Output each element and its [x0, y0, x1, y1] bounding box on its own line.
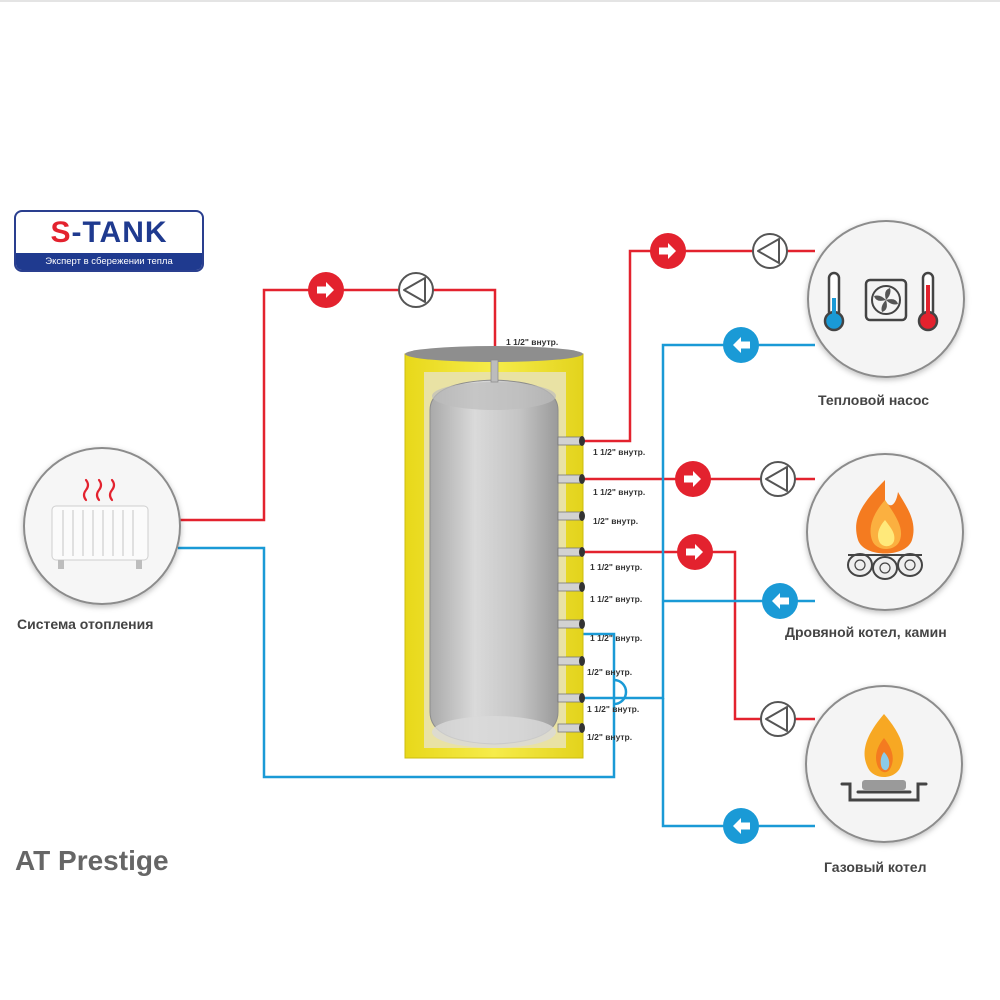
- nozzle-1: [557, 436, 585, 446]
- fire-icon: [847, 480, 923, 580]
- flow-arrow-icon: [723, 808, 759, 844]
- nozzle-7: [557, 656, 585, 666]
- fitting-label-9: 1/2" внутр.: [587, 732, 633, 742]
- pump-icon: [760, 701, 796, 737]
- flow-arrow-icon: [650, 233, 686, 269]
- fitting-label-5: 1 1/2" внутр.: [590, 594, 643, 604]
- burner-base: [840, 782, 928, 802]
- gas-burner-icon: [840, 714, 928, 802]
- pipe-bypass-hop: [613, 678, 628, 706]
- nozzle-9: [557, 723, 585, 733]
- flow-arrow-icon: [677, 534, 713, 570]
- logo-tank: -TANK: [71, 216, 168, 249]
- radiator-icon: [51, 478, 149, 569]
- logo-s: S: [50, 216, 72, 249]
- brand-logo: S-TANK Эксперт в сбережении тепла: [14, 210, 204, 272]
- heat-pump-icon: [823, 271, 939, 332]
- gas-boiler-circle: [805, 685, 963, 843]
- logs-icon: [847, 553, 923, 580]
- flow-arrow-icon: [675, 461, 711, 497]
- logo-wordmark: S-TANK: [16, 216, 202, 250]
- tank-nozzles: [557, 436, 585, 733]
- fitting-label-2: 1 1/2" внутр.: [593, 487, 646, 497]
- logo-tagline: Эксперт в сбережении тепла: [16, 253, 202, 270]
- gas-boiler-label: Газовый котел: [824, 859, 927, 875]
- flow-arrow-icon: [308, 272, 344, 308]
- nozzle-6: [557, 619, 585, 629]
- fitting-label-4: 1 1/2" внутр.: [590, 562, 643, 572]
- fitting-label-3: 1/2" внутр.: [593, 516, 639, 526]
- nozzle-4: [557, 547, 585, 557]
- pump-icon: [760, 461, 796, 497]
- nozzle-5: [557, 582, 585, 592]
- nozzle-2: [557, 474, 585, 484]
- top-nozzle: [490, 359, 499, 383]
- tank-top-dome: [432, 382, 556, 410]
- hot-thermometer-icon: [917, 271, 939, 332]
- fitting-label-8: 1 1/2" внутр.: [587, 704, 640, 714]
- heat-pump-circle: [807, 220, 965, 378]
- nozzle-8: [557, 693, 585, 703]
- model-name: AT Prestige: [15, 845, 169, 876]
- tank-shell: [429, 379, 559, 745]
- pumps: [398, 233, 796, 737]
- heat-pump-supply-pipe: [583, 249, 815, 443]
- heating-return-pipe: [178, 546, 616, 779]
- fitting-label-top: 1 1/2" внутр.: [506, 337, 559, 347]
- cold-thermometer-icon: [823, 271, 845, 332]
- flow-arrows: [308, 233, 798, 844]
- radiator-circle: [23, 447, 181, 605]
- flow-arrow-icon: [762, 583, 798, 619]
- gas-boiler-return-pipe: [661, 698, 815, 828]
- insulation-top: [405, 346, 583, 362]
- flow-arrow-icon: [723, 327, 759, 363]
- storage-tank: [404, 346, 584, 759]
- heating-supply-pipe: [178, 288, 497, 522]
- heating-system-label: Система отопления: [17, 616, 154, 632]
- top-border: [0, 0, 1000, 2]
- fitting-label-1: 1 1/2" внутр.: [593, 447, 646, 457]
- fan-icon: [864, 278, 908, 322]
- fitting-label-6: 1 1/2" внутр.: [590, 633, 643, 643]
- heat-pump-label: Тепловой насос: [818, 392, 930, 408]
- pump-icon: [398, 272, 434, 308]
- tank-bottom-dome: [432, 716, 556, 748]
- wood-boiler-label: Дровяной котел, камин: [785, 624, 947, 640]
- wood-boiler-circle: [806, 453, 964, 611]
- nozzle-3: [557, 511, 585, 521]
- fitting-label-7: 1/2" внутр.: [587, 667, 633, 677]
- pump-icon: [752, 233, 788, 269]
